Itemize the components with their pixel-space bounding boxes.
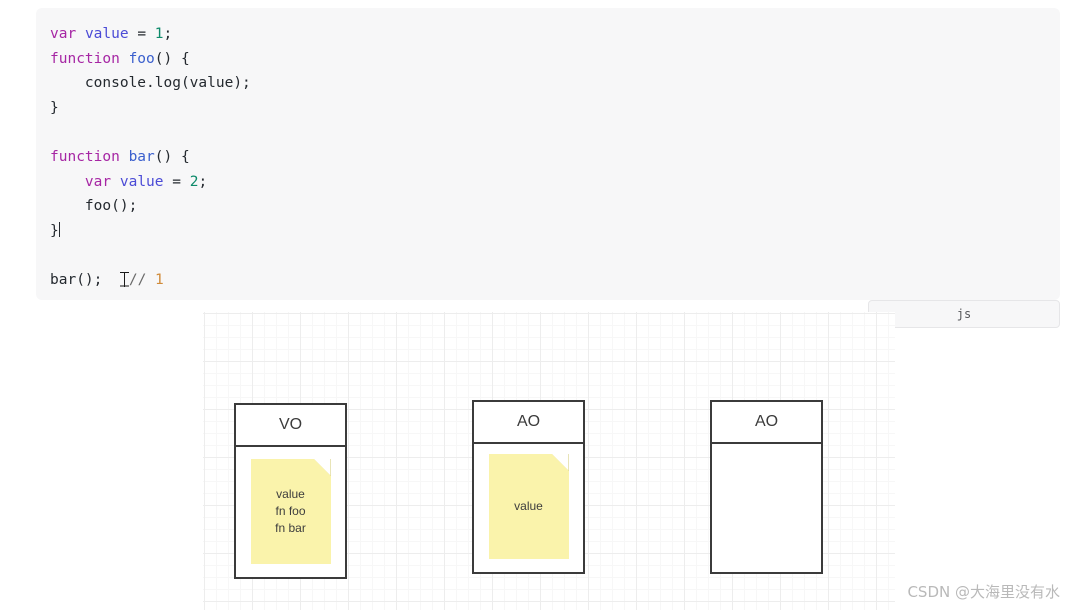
scope-box-ao-1-body: value (474, 444, 583, 572)
sticky-note-ao-1: value (488, 453, 569, 559)
scope-chain-diagram: VO value fn foo fn bar AO valu (203, 312, 895, 610)
scope-box-ao-2[interactable]: AO (710, 400, 823, 574)
code-line: console.log(value); (50, 71, 1060, 96)
mouse-ibeam-cursor-icon (119, 271, 129, 287)
language-tag-js: js (868, 300, 1060, 328)
code-line: function bar() { (50, 145, 1060, 170)
scope-box-ao-2-header: AO (712, 402, 821, 444)
scope-box-ao-2-title: AO (754, 413, 779, 430)
code-line: ​ (50, 120, 1060, 145)
sticky-note-vo: value fn foo fn bar (250, 458, 331, 564)
code-editor-text[interactable]: var value = 1;function foo() { console.l… (50, 22, 1060, 293)
code-token-comment-num: 1 (155, 271, 164, 288)
code-token-plain (50, 174, 85, 190)
scope-box-vo[interactable]: VO value fn foo fn bar (234, 403, 347, 579)
code-token-comment: // (128, 271, 156, 288)
sticky-line: value (514, 498, 543, 513)
code-token-plain: ; (163, 26, 173, 42)
code-token-fn: foo (128, 50, 155, 67)
scope-box-vo-title: VO (278, 416, 303, 433)
code-token-plain (120, 149, 129, 165)
text-caret (58, 221, 60, 237)
code-token-plain: foo(); (50, 198, 138, 215)
sticky-note-ao-1-text: value (510, 498, 547, 515)
code-token-kw: var (50, 26, 77, 42)
code-token-plain (76, 26, 85, 42)
code-token-var: value (119, 173, 164, 190)
code-token-num: 2 (189, 173, 199, 190)
sticky-line: value (276, 486, 305, 501)
scope-box-vo-body: value fn foo fn bar (236, 447, 345, 577)
scope-box-ao-2-body (712, 444, 821, 572)
watermark: CSDN @大海里没有水 (907, 583, 1060, 601)
code-token-kw: function (50, 50, 120, 67)
code-line: } (50, 219, 1060, 244)
scope-box-ao-1-header: AO (474, 402, 583, 444)
code-token-fn: bar (128, 148, 155, 165)
code-token-kw: function (50, 148, 120, 165)
code-line: ​ (50, 243, 1060, 268)
code-token-plain (146, 26, 155, 42)
scope-box-ao-1-title: AO (516, 413, 541, 430)
sticky-line: fn bar (275, 520, 306, 535)
language-tag-label: js (956, 307, 972, 321)
code-token-op: = (137, 26, 147, 42)
code-line: function foo() { (50, 47, 1060, 72)
scope-box-ao-1[interactable]: AO value (472, 400, 585, 574)
code-token-plain (120, 51, 129, 67)
sticky-note-vo-text: value fn foo fn bar (271, 486, 310, 537)
code-line: bar(); // 1 (50, 268, 1060, 293)
code-token-plain (164, 174, 173, 190)
code-token-plain (111, 174, 120, 190)
code-block[interactable]: var value = 1;function foo() { console.l… (36, 8, 1060, 300)
code-token-plain: () { (154, 50, 190, 67)
code-token-plain: bar(); (50, 271, 120, 288)
code-line: } (50, 96, 1060, 121)
code-token-var: value (84, 26, 129, 42)
code-token-num: 1 (154, 26, 164, 42)
code-token-plain: ; (198, 173, 208, 190)
code-token-kw: var (84, 173, 112, 190)
code-line: var value = 2; (50, 170, 1060, 195)
code-token-plain: () { (154, 148, 190, 165)
code-line: var value = 1; (50, 22, 1060, 47)
code-line: foo(); (50, 194, 1060, 219)
code-token-plain: } (50, 222, 59, 239)
code-token-plain: } (50, 99, 59, 116)
code-token-op: = (172, 173, 181, 190)
code-token-plain (181, 174, 190, 190)
code-token-plain: console.log(value); (50, 75, 251, 92)
scope-box-vo-header: VO (236, 405, 345, 447)
sticky-line: fn foo (275, 503, 306, 518)
